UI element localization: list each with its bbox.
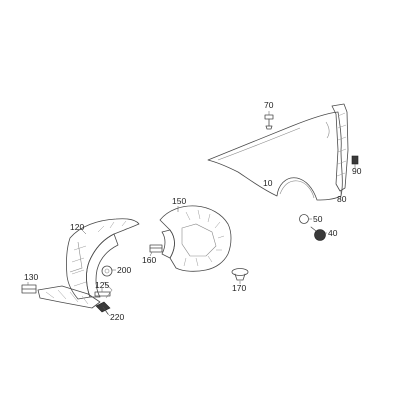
label-220: 220 bbox=[110, 312, 124, 322]
label-10: 10 bbox=[263, 178, 273, 188]
label-50: 50 bbox=[313, 214, 323, 224]
label-125: 125 bbox=[95, 280, 109, 290]
lower-liner-tray[interactable] bbox=[37, 285, 101, 309]
label-170: 170 bbox=[232, 283, 246, 293]
grommet-200[interactable] bbox=[101, 265, 116, 277]
label-150: 150 bbox=[172, 196, 186, 206]
label-70: 70 bbox=[264, 100, 274, 110]
label-130: 130 bbox=[24, 272, 38, 282]
fender-10[interactable] bbox=[207, 111, 343, 201]
clip-160[interactable] bbox=[149, 244, 163, 257]
label-160: 160 bbox=[142, 255, 156, 265]
clip-130[interactable] bbox=[21, 282, 37, 294]
rivet-170[interactable] bbox=[231, 268, 249, 285]
trim-strip-80[interactable] bbox=[331, 103, 349, 195]
part-125[interactable] bbox=[94, 288, 111, 297]
screw-70[interactable] bbox=[264, 111, 274, 130]
clip-90[interactable] bbox=[351, 155, 359, 168]
label-80: 80 bbox=[337, 194, 347, 204]
label-90: 90 bbox=[352, 166, 362, 176]
bolt-40[interactable] bbox=[310, 226, 327, 241]
label-120: 120 bbox=[70, 222, 84, 232]
clip-220[interactable] bbox=[95, 301, 111, 317]
label-40: 40 bbox=[328, 228, 338, 238]
wheel-liner-120[interactable] bbox=[66, 218, 140, 300]
inner-liner-150[interactable] bbox=[159, 205, 232, 272]
nut-50[interactable] bbox=[299, 214, 313, 224]
label-200: 200 bbox=[117, 265, 131, 275]
